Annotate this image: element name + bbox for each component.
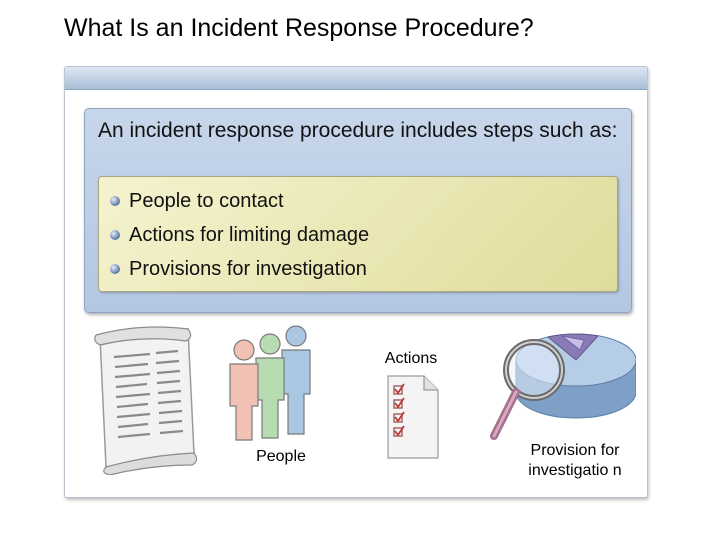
intro-text: An incident response procedure includes … (98, 119, 618, 142)
checklist-icon (387, 375, 439, 459)
actions-label: Actions (384, 350, 438, 367)
magnifier-pie-chart-icon (490, 333, 636, 440)
provision-label: Provision for investigatio n (528, 442, 622, 479)
bullet-item: Actions for limiting damage (110, 218, 369, 252)
bullet-icon (110, 264, 120, 274)
panel-header-bar (65, 67, 647, 90)
people-label: People (256, 448, 306, 465)
bullet-icon (110, 196, 120, 206)
bullet-item: Provisions for investigation (110, 252, 369, 286)
bullet-icon (110, 230, 120, 240)
bullet-list: People to contact Actions for limiting d… (110, 184, 369, 286)
slide-title: What Is an Incident Response Procedure? (64, 14, 534, 42)
bullet-text: Actions for limiting damage (129, 223, 370, 246)
people-group-icon (229, 325, 311, 441)
bullet-text: Provisions for investigation (129, 257, 367, 280)
bullet-text: People to contact (129, 189, 284, 212)
document-scroll-icon (94, 326, 198, 475)
bullet-item: People to contact (110, 184, 369, 218)
bullet-box (98, 176, 618, 292)
